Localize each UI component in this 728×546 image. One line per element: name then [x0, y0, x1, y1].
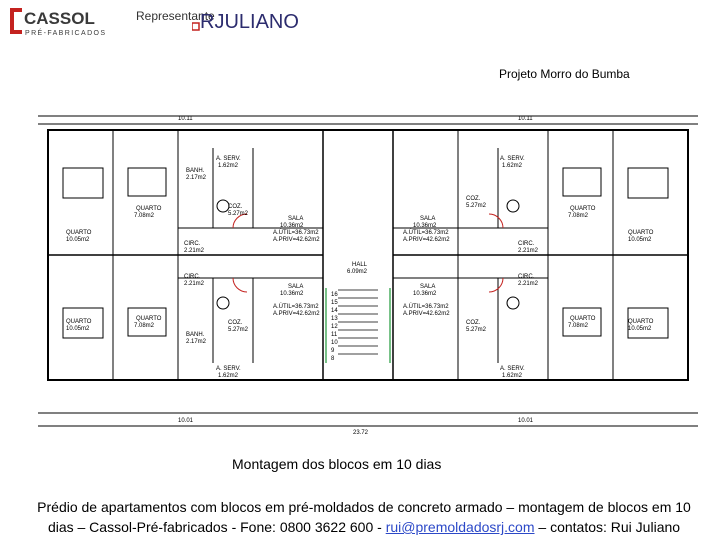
room-area: 2.17m2 — [186, 175, 207, 181]
dim-bottom-total: 23.72 — [353, 430, 369, 436]
room-area: 7.08m2 — [568, 323, 589, 329]
room-area: 10.36m2 — [280, 291, 304, 297]
room-area: 2.21m2 — [184, 248, 205, 254]
room-extra: A.ÚTIL=36.73m2 — [273, 229, 319, 236]
room-label: COZ. — [466, 196, 481, 202]
stair-number: 8 — [331, 356, 335, 362]
room-extra: A.ÚTIL=36.73m2 — [403, 303, 449, 310]
description-line-2-pre: dias – Cassol-Pré-fabricados - Fone: 080… — [47, 519, 386, 535]
room-label: QUARTO — [628, 230, 654, 236]
room-area: 7.08m2 — [134, 213, 155, 219]
room-label: SALA — [288, 284, 303, 290]
rj-logo-text: RJULIANO — [200, 11, 299, 33]
dim-bottom-1: 10.01 — [518, 418, 534, 424]
room-area: 10.05m2 — [66, 237, 90, 243]
room-area: 6.09m2 — [347, 269, 368, 275]
room-extra: A.PRIV=42.62m2 — [403, 237, 450, 243]
stair-number: 10 — [331, 340, 338, 346]
room-area: 5.27m2 — [466, 327, 487, 333]
room-label: QUARTO — [570, 316, 596, 322]
room-area: 10.36m2 — [413, 223, 437, 229]
room-label: SALA — [420, 216, 435, 222]
description-line-1: Prédio de apartamentos com blocos em pré… — [37, 499, 691, 515]
stair-number: 16 — [331, 292, 338, 298]
room-area: 10.05m2 — [628, 237, 652, 243]
room-label: A. SERV. — [500, 366, 525, 372]
rj-square-icon — [192, 22, 200, 31]
floor-plan-drawing: 10.11 10.11 10.01 10.01 23.72 A. SERV. 1… — [38, 115, 698, 436]
brand-sub: PRÉ-FABRICADOS — [25, 28, 106, 37]
description-line-2: dias – Cassol-Pré-fabricados - Fone: 080… — [0, 517, 728, 537]
stair-number: 12 — [331, 324, 338, 330]
stair-number: 15 — [331, 300, 338, 306]
room-area: 10.36m2 — [413, 291, 437, 297]
rj-juliano-logo: RJULIANO — [192, 11, 299, 33]
room-area: 1.62m2 — [502, 163, 523, 169]
room-label: QUARTO — [66, 230, 92, 236]
room-area: 1.62m2 — [502, 373, 523, 379]
room-area: 1.62m2 — [218, 163, 239, 169]
cassol-logo: CASSOL PRÉ-FABRICADOS — [10, 8, 106, 37]
dim-top-1: 10.11 — [518, 116, 533, 122]
room-area: 2.17m2 — [186, 339, 207, 345]
room-area: 2.21m2 — [518, 248, 539, 254]
room-label: BANH. — [186, 168, 205, 174]
email-link[interactable]: rui@premoldadosrj.com — [385, 519, 535, 535]
room-area: 5.27m2 — [228, 211, 249, 217]
room-label: QUARTO — [570, 206, 596, 212]
room-label: A. SERV. — [500, 156, 525, 162]
caption: Montagem dos blocos em 10 dias — [232, 456, 442, 472]
room-label: QUARTO — [136, 316, 162, 322]
brand-name: CASSOL — [24, 9, 95, 28]
room-extra: A.ÚTIL=36.73m2 — [403, 229, 449, 236]
room-label: HALL — [352, 262, 368, 268]
room-label: COZ. — [228, 320, 243, 326]
room-label: CIRC. — [184, 241, 201, 247]
room-label: SALA — [288, 216, 303, 222]
stair-number: 13 — [331, 316, 338, 322]
room-label: QUARTO — [66, 319, 92, 325]
dim-top-0: 10.11 — [178, 116, 193, 122]
room-label: BANH. — [186, 332, 205, 338]
room-label: SALA — [420, 284, 435, 290]
room-label: COZ. — [466, 320, 481, 326]
room-label: A. SERV. — [216, 156, 241, 162]
description: Prédio de apartamentos com blocos em pré… — [0, 497, 728, 537]
project-title: Projeto Morro do Bumba — [499, 67, 630, 81]
room-label: CIRC. — [184, 274, 201, 280]
room-label: QUARTO — [628, 319, 654, 325]
stair-number: 14 — [331, 308, 338, 314]
cassol-mark-icon — [10, 8, 22, 34]
room-area: 1.62m2 — [218, 373, 239, 379]
room-area: 10.36m2 — [280, 223, 304, 229]
room-label: CIRC. — [518, 274, 535, 280]
room-label: A. SERV. — [216, 366, 241, 372]
room-area: 5.27m2 — [466, 203, 487, 209]
dim-bottom-0: 10.01 — [178, 418, 194, 424]
room-extra: A.ÚTIL=36.73m2 — [273, 303, 319, 310]
representante-label: Representante — [136, 9, 215, 23]
room-label: COZ. — [228, 204, 243, 210]
description-line-2-post: – contatos: Rui Juliano — [534, 519, 681, 535]
room-label: CIRC. — [518, 241, 535, 247]
room-area: 2.21m2 — [518, 281, 539, 287]
room-area: 10.05m2 — [628, 326, 652, 332]
room-extra: A.PRIV=42.62m2 — [273, 237, 320, 243]
room-area: 7.08m2 — [134, 323, 155, 329]
stair-number: 11 — [331, 332, 338, 338]
stair-number: 9 — [331, 348, 335, 354]
room-label: QUARTO — [136, 206, 162, 212]
room-area: 7.08m2 — [568, 213, 589, 219]
room-area: 5.27m2 — [228, 327, 249, 333]
room-extra: A.PRIV=42.62m2 — [403, 311, 450, 317]
room-area: 10.05m2 — [66, 326, 90, 332]
room-extra: A.PRIV=42.62m2 — [273, 311, 320, 317]
room-area: 2.21m2 — [184, 281, 205, 287]
